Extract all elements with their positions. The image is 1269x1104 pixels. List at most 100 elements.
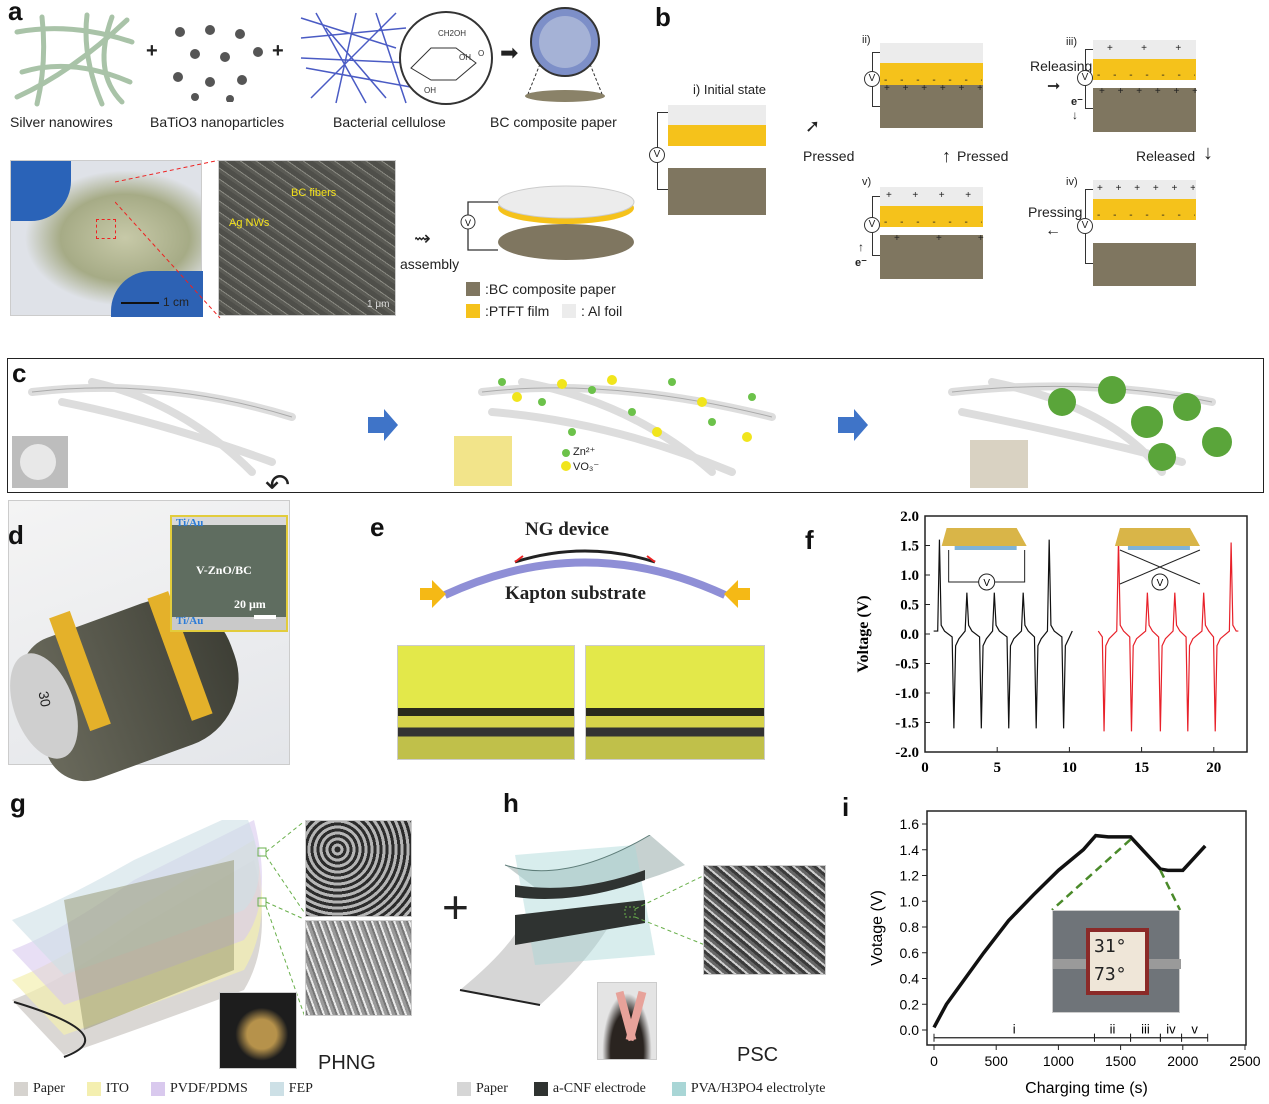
y-tick-label: 1.0 [900, 893, 920, 909]
transition-pressed: Pressed [803, 148, 855, 164]
svg-text:V: V [465, 218, 471, 228]
surface-sem-image [305, 820, 412, 917]
kapton-substrate-label: Kapton substrate [505, 583, 646, 604]
legend-swatch [533, 1082, 548, 1096]
electrode-top [1114, 528, 1200, 546]
x-tick-label: 1500 [1105, 1053, 1136, 1069]
ion-label-zn: Zn²⁺ [573, 446, 596, 458]
legend-label: FEP [288, 1081, 313, 1096]
bacterial-cellulose-illustration: CH2OH OH OH O [300, 11, 493, 105]
state-label-iv: iv) [1066, 176, 1078, 188]
x-tick-label: 20 [1206, 760, 1221, 776]
phng-label: PHNG [318, 1052, 376, 1074]
legend-label: ITO [105, 1081, 129, 1096]
batio3-nanoparticles-illustration [173, 25, 263, 102]
x-tick-label: 1000 [1043, 1053, 1074, 1069]
circuit-wire [1119, 549, 1201, 585]
y-tick-label: 1.4 [900, 842, 920, 858]
transition-pressing: Pressing [1028, 204, 1083, 220]
silver-nanowires-illustration [14, 12, 135, 107]
series-line-voltage [932, 833, 1207, 1029]
legend-item: :PTFT film [466, 303, 549, 319]
legend-item: Paper [457, 1081, 508, 1097]
legend-swatch [150, 1082, 165, 1096]
y-tick-label: 0.2 [900, 996, 920, 1012]
x-tick-label: 0 [921, 760, 929, 776]
chem-label: OH [459, 53, 471, 62]
panel-d-label: d [8, 520, 24, 550]
y-tick-label: 1.5 [900, 539, 919, 555]
assembly-device-illustration: V [460, 185, 635, 260]
dielectric-layer [954, 546, 1017, 550]
inset-label-ti-au-bottom: Ti/Au [176, 615, 204, 627]
display-temperature: 31° [1094, 936, 1127, 957]
legend-swatch [269, 1082, 284, 1096]
voltmeter-icon: V [864, 217, 880, 233]
y-tick-label: -1.0 [895, 686, 919, 702]
panel-c-illustration [12, 375, 1232, 488]
ng-device-label: NG device [525, 519, 609, 540]
psc-illustration [459, 835, 705, 1006]
panel-i-label: i [842, 792, 850, 822]
plus-sign: + [442, 881, 469, 933]
panel-h-label: h [503, 788, 519, 818]
legend-item: a-CNF electrode [533, 1081, 646, 1097]
fiber-sem-image [305, 920, 412, 1016]
panel-a-label: a [8, 0, 23, 26]
bending-diagram [420, 549, 750, 608]
y-tick-label: 2.0 [900, 509, 919, 525]
panel-e-label: e [370, 512, 385, 542]
x-tick-label: 5 [993, 760, 1001, 776]
transition-released: Released [1136, 148, 1196, 164]
ion-label-vo3: VO₃⁻ [573, 461, 600, 473]
legend-swatch [562, 304, 576, 318]
phng-photo [219, 992, 297, 1069]
zoom-lines [115, 160, 221, 319]
y-tick-label: 0.4 [900, 971, 920, 987]
psc-photo [597, 982, 657, 1060]
legend-swatch [14, 1082, 28, 1096]
arrow-left-icon: ← [1045, 222, 1061, 239]
y-tick-label: 0.5 [900, 598, 919, 614]
bc-composite-paper-illustration [525, 7, 605, 102]
arrow-up-icon: ↑ [858, 240, 864, 254]
arrow-right-icon: ➞ [1047, 78, 1061, 95]
y-tick-label: 0.0 [900, 627, 919, 643]
squiggle-arrow-icon: ⇝ [414, 228, 431, 250]
voltmeter-icon: V [1077, 70, 1093, 86]
chem-label: CH2OH [438, 29, 466, 38]
state-label-initial: i) Initial state [693, 82, 766, 97]
y-tick-label: -2.0 [895, 745, 919, 761]
label-bc-composite-paper: BC composite paper [490, 114, 617, 130]
legend-swatch [86, 1082, 101, 1096]
legend-label: :BC composite paper [485, 281, 616, 297]
arrow-up-right-icon: ➚ [805, 116, 821, 136]
phng-layers-illustration [12, 820, 304, 1058]
phase-label: iii [1141, 1022, 1150, 1037]
label-batio3-nanoparticles: BaTiO3 nanoparticles [150, 114, 285, 130]
legend-label: PVDF/PDMS [169, 1081, 248, 1096]
psc-label: PSC [737, 1044, 779, 1066]
panel-b-label: b [655, 2, 671, 32]
panel-c-label: c [12, 358, 27, 388]
electrode-top [941, 528, 1027, 546]
legend-item: ITO [86, 1081, 129, 1097]
y-tick-label: 0.8 [900, 919, 920, 935]
inset-circuit-direct: V [941, 528, 1027, 591]
thermometer-photo: 31° 73° [1052, 910, 1181, 1013]
bc-paper-photo: 1 cm [10, 160, 203, 317]
sem-image: BC fibers Ag NWs 1 μm [218, 160, 396, 316]
transition-releasing: Releasing [1030, 58, 1093, 74]
legend-swatch [466, 282, 480, 296]
zoom-indicator-lines [1051, 838, 1182, 911]
panel-c-frame [7, 358, 1264, 493]
state-iv-diagram: + + + + + + + + + + - - - - - - - - - - … [1077, 180, 1196, 286]
legend-label: :PTFT film [485, 303, 550, 319]
dielectric-layer [1127, 546, 1190, 550]
phase-label: iv [1166, 1022, 1176, 1037]
legend-item: FEP [269, 1081, 313, 1097]
